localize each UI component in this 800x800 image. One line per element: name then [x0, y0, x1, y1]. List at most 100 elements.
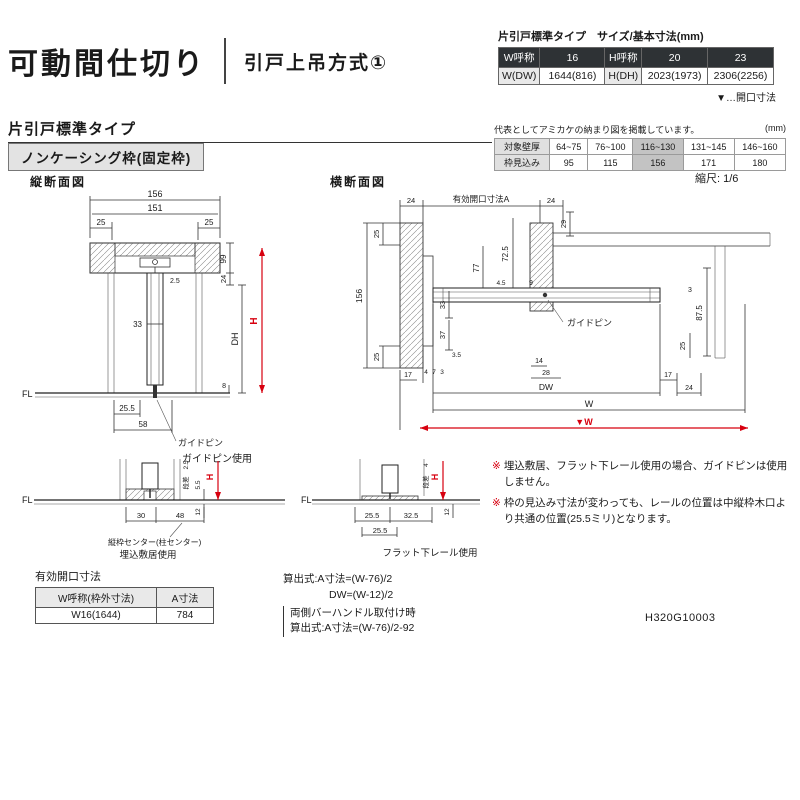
- guide-pin-label: ガイドピン: [178, 438, 223, 448]
- dim-W: W: [585, 399, 594, 409]
- dim-25-right: 25: [678, 342, 687, 350]
- dim-32-5: 32.5: [404, 511, 419, 520]
- wall-cell: 対象壁厚: [494, 138, 550, 155]
- section-frame-label: ノンケーシング枠(固定枠): [8, 143, 205, 171]
- formula-line: 両側バーハンドル取付け時: [290, 606, 416, 619]
- dim-48: 48: [176, 511, 184, 520]
- vertical-section-title: 縦断面図: [30, 175, 87, 189]
- size-table: W呼称 16 H呼称 20 23 W(DW) 1644(816) H(DH) 2…: [497, 47, 774, 85]
- dim-25-5-b: 25.5: [373, 526, 388, 535]
- scale-label: 縮尺: 1/6: [695, 173, 739, 185]
- dim-33: 33: [438, 301, 447, 309]
- guide-pin-caption: ガイドピン使用: [182, 452, 252, 465]
- open-table-value-row: W16(1644) 784: [35, 607, 214, 624]
- dim-W-opening: ▼W: [575, 417, 593, 427]
- document-code: H320G10003: [645, 612, 716, 624]
- dim-H: H: [205, 474, 215, 481]
- dim-4-5: 4.5: [496, 280, 505, 287]
- size-cell: H(DH): [604, 67, 643, 85]
- wall-table-unit: (mm): [765, 123, 786, 133]
- note-item: ※ 枠の見込み寸法が変わっても、レールの位置は中縦枠木口より共通の位置(25.5…: [492, 495, 792, 528]
- size-cell: W呼称: [497, 47, 541, 68]
- size-table-block: 片引戸標準タイプ サイズ/基本寸法(mm) W呼称 16 H呼称 20 23 W…: [497, 28, 776, 104]
- size-cell: 2306(2256): [707, 67, 774, 85]
- note-item: ※ 埋込敷居、フラット下レール使用の場合、ガイドピンは使用しません。: [492, 458, 792, 491]
- guide-pin-label: ガイドピン: [567, 318, 612, 328]
- note-mark: ※: [492, 496, 501, 509]
- dim-24-left: 24: [407, 196, 415, 205]
- dim-24-bottom: 24: [685, 385, 693, 392]
- note-mark: ※: [492, 460, 501, 472]
- page-title: 可動間仕切り: [8, 48, 206, 81]
- page-subtitle: 引戸上吊方式①: [244, 52, 389, 74]
- effective-opening-block: 有効開口寸法 W呼称(枠外寸法) A寸法 W16(1644) 784: [35, 568, 214, 624]
- horizontal-section-drawing: 有効開口寸法A 24 24 29 25 156 25 33 37 3.5 77 …: [354, 194, 771, 431]
- wall-row: 枠見込み 95 115 156 171 180: [494, 154, 787, 171]
- fl-label: FL: [22, 495, 33, 505]
- wall-cell: 116~130: [632, 138, 684, 155]
- dim-H: H: [430, 474, 440, 481]
- dim-3-5: 3.5: [452, 352, 461, 359]
- effective-opening-table: W呼称(枠外寸法) A寸法 W16(1644) 784: [35, 587, 214, 624]
- dim-25-bottom: 25: [372, 353, 381, 361]
- dim-151: 151: [147, 203, 162, 213]
- open-cell: W呼称(枠外寸法): [35, 587, 157, 608]
- size-table-value-row: W(DW) 1644(816) H(DH) 2023(1973) 2306(22…: [497, 67, 774, 85]
- dim-33: 33: [133, 320, 142, 329]
- title-band: 可動間仕切り 引戸上吊方式①: [8, 38, 388, 84]
- dim-156: 156: [147, 189, 162, 199]
- dim-open-a: 有効開口寸法A: [453, 194, 510, 204]
- dim-DH: DH: [230, 333, 240, 346]
- wall-cell: 95: [548, 154, 589, 171]
- wall-cell: 156: [632, 154, 684, 171]
- dim-25-right: 25: [205, 218, 214, 227]
- note-text: 埋込敷居、フラット下レール使用の場合、ガイドピンは使用しません。: [503, 460, 788, 489]
- dim-24-right: 24: [547, 196, 555, 205]
- dim-17-left: 17: [404, 372, 412, 379]
- wall-cell: 76~100: [587, 138, 634, 155]
- step-label: 段差: [181, 476, 190, 490]
- dim-3-right: 3: [688, 287, 692, 294]
- open-cell: A寸法: [156, 587, 214, 608]
- wall-table-caption: 代表としてアミカケの納まり図を掲載しています。: [494, 125, 700, 135]
- formula-bracket: 両側バーハンドル取付け時 算出式:A寸法=(W-76)/2-92: [283, 605, 416, 637]
- step-label: 段差: [421, 475, 430, 489]
- formulas-block: 算出式:A寸法=(W-76)/2 DW=(W-12)/2 両側バーハンドル取付け…: [283, 572, 416, 637]
- size-cell: 20: [641, 47, 709, 68]
- wall-cell: 64~75: [548, 138, 589, 155]
- wall-cell: 146~160: [733, 138, 787, 155]
- dim-7: 7: [432, 369, 436, 376]
- size-table-header-row: W呼称 16 H呼称 20 23: [497, 47, 774, 68]
- size-cell: 16: [539, 47, 606, 68]
- dim-14: 14: [535, 358, 543, 365]
- notes-block: ※ 埋込敷居、フラット下レール使用の場合、ガイドピンは使用しません。 ※ 枠の見…: [492, 458, 792, 531]
- dim-4: 4: [424, 369, 428, 376]
- dim-99: 99: [219, 254, 228, 263]
- dim-2-5: 2.5: [170, 278, 180, 285]
- frame-center-label: 縦枠センター(柱センター): [108, 537, 202, 547]
- detail1-geometry: [34, 459, 285, 538]
- open-cell: 784: [156, 607, 214, 624]
- dim-25-left: 25: [97, 218, 106, 227]
- dim-24: 24: [219, 275, 228, 283]
- dim-25-5: 25.5: [119, 404, 135, 413]
- flat-rail-detail: FL 4 段差 H 12 25.5 32.5 25.5 フラット下レール使用: [301, 459, 480, 559]
- fl-label: FL: [22, 389, 33, 399]
- dim-58: 58: [139, 420, 148, 429]
- detail2-geometry: [312, 459, 480, 537]
- hsec-geometry: [363, 200, 771, 431]
- dim-29: 29: [559, 220, 568, 228]
- effective-opening-title: 有効開口寸法: [35, 571, 101, 583]
- dim-17-right: 17: [664, 372, 672, 379]
- dim-28: 28: [542, 370, 550, 377]
- wall-table-caption-row: 代表としてアミカケの納まり図を掲載しています。 (mm): [494, 123, 786, 136]
- horizontal-section-title: 横断面図: [330, 175, 387, 189]
- dim-87-5: 87.5: [695, 305, 704, 321]
- size-cell: W(DW): [497, 67, 541, 85]
- dim-3: 3: [440, 369, 444, 376]
- vertical-section-drawing: 156 151 25 25 99 24 2.5 33 DH H FL 8 25.…: [22, 189, 265, 465]
- dim-77: 77: [472, 263, 481, 272]
- vsec-geometry: [35, 196, 265, 442]
- dim-12: 12: [444, 508, 451, 516]
- detail2-caption: フラット下レール使用: [382, 547, 477, 559]
